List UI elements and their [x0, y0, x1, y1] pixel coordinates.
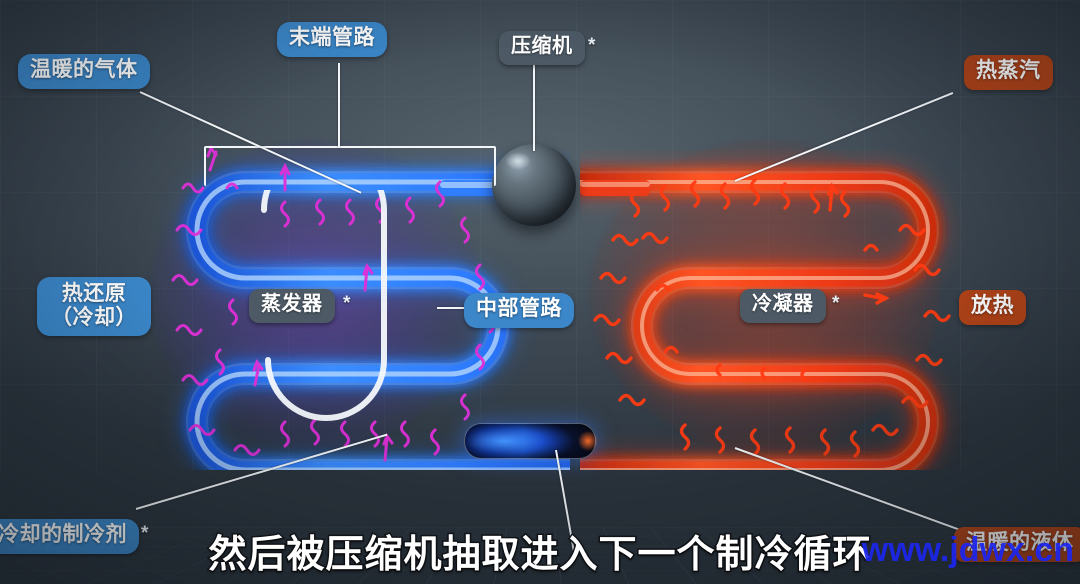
valve-flash-icon [578, 431, 598, 451]
asterisk-condenser: * [832, 293, 840, 314]
leader-line-hot-vapor [734, 92, 954, 182]
leader-line-compressor [533, 63, 535, 151]
background-grid [0, 0, 1080, 470]
label-middle-pipe[interactable]: 中部管路 [464, 293, 574, 328]
leader-line-cooled-refrigerant [135, 433, 388, 510]
site-watermark: www.jdwx.cn [861, 531, 1074, 569]
label-compressor[interactable]: 压缩机 [499, 31, 585, 65]
label-heat-reduction-line1: 热还原 [61, 282, 127, 305]
end-pipe-bracket [204, 146, 496, 186]
compressor-sphere[interactable] [492, 144, 576, 226]
leader-line-warm-liquid [734, 447, 966, 533]
label-evaporator[interactable]: 蒸发器 [249, 289, 335, 323]
asterisk-evaporator: * [343, 293, 351, 314]
asterisk-cooled-refrigerant: * [141, 523, 149, 544]
expansion-valve[interactable] [464, 423, 598, 459]
label-end-pipe[interactable]: 末端管路 [277, 22, 387, 57]
label-condenser[interactable]: 冷凝器 [740, 289, 826, 323]
leader-line-middle-pipe [437, 307, 469, 309]
asterisk-valve: * [490, 533, 498, 554]
label-warm-gas[interactable]: 温暖的气体 [18, 54, 150, 89]
label-cooled-refrigerant[interactable]: 冷却的制冷剂 [0, 519, 139, 554]
label-heat-release[interactable]: 放热 [959, 290, 1026, 325]
label-hot-vapor[interactable]: 热蒸汽 [964, 55, 1053, 90]
label-heat-reduction[interactable]: 热还原 （冷却） [37, 277, 151, 337]
leader-line-end-pipe [338, 63, 340, 148]
label-heat-reduction-line2: （冷却） [51, 305, 137, 329]
subtitle-caption: 然后被压缩机抽取进入下一个制冷循环 [207, 533, 872, 578]
asterisk-compressor: * [588, 35, 596, 56]
label-warm-liquid[interactable]: 温暖的液体 [954, 527, 1080, 562]
